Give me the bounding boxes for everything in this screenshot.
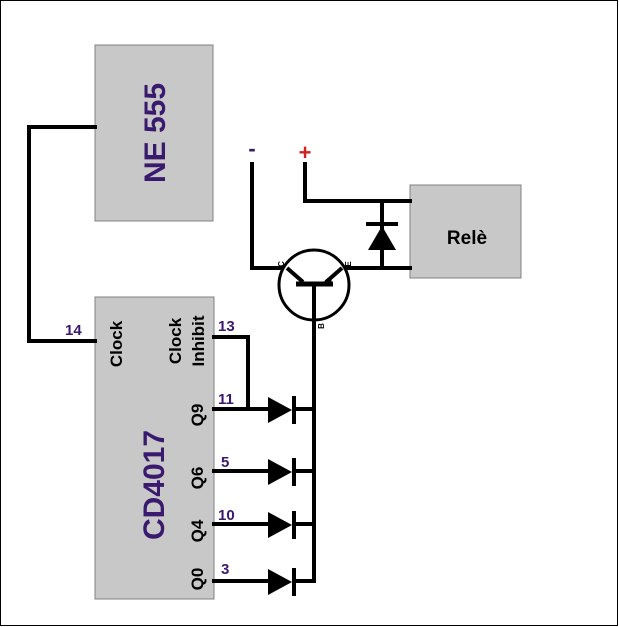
supply-negative: - [248,136,255,161]
transistor-emitter-label: E [344,261,353,267]
cd4017-chip: CD4017 Clock Clock Inhibit Q9 Q6 Q4 Q0 [94,296,215,600]
cd4017-pin-q0-label: Q0 [188,568,207,591]
transistor: C E B [277,248,353,329]
wire-clock-inhibit [212,335,250,411]
wire-ne555-to-clock [27,125,97,343]
cd4017-pin-clock-inhibit-label-1: Clock [166,317,185,364]
transistor-emitter-arrow [321,275,332,285]
ne555-body [94,44,214,222]
cd4017-pin-q9-label: Q9 [188,404,207,427]
flyback-diode [366,222,398,250]
wire-negative-collector [250,162,289,270]
diode-q0-anode [268,569,292,595]
diode-q4-anode [268,512,292,538]
wire-positive-relay [303,162,412,203]
pin-number-clock: 14 [65,322,82,339]
pin-number-q4: 10 [218,507,235,524]
transistor-collector-lead [285,266,305,284]
relay: Relè [409,184,522,279]
wires [27,125,412,583]
ne555-label: NE 555 [139,83,172,183]
diode-q6-anode [268,459,292,485]
ne555-chip: NE 555 [94,44,214,222]
pin-number-clock-inhibit: 13 [218,318,235,335]
diode-q9-anode [268,397,292,423]
cd4017-pin-q4-label: Q4 [188,519,207,542]
pin-number-q0: 3 [221,561,229,578]
pin-number-q9: 11 [218,391,234,408]
diode-common-wire [294,407,314,583]
relay-body [409,184,522,279]
cd4017-body [94,296,215,600]
cd4017-pin-clock-inhibit-label-2: Inhibit [189,315,208,366]
flyback-diode-anode [368,226,396,250]
cd4017-pin-q6-label: Q6 [188,467,207,490]
relay-label: Relè [447,228,487,249]
transistor-collector-label: C [277,261,286,267]
cd4017-pin-clock-label: Clock [107,320,126,367]
supply-positive: + [299,140,312,165]
cd4017-label: CD4017 [138,430,171,540]
transistor-base-label: B [317,323,326,329]
pin-number-q6: 5 [221,454,229,471]
